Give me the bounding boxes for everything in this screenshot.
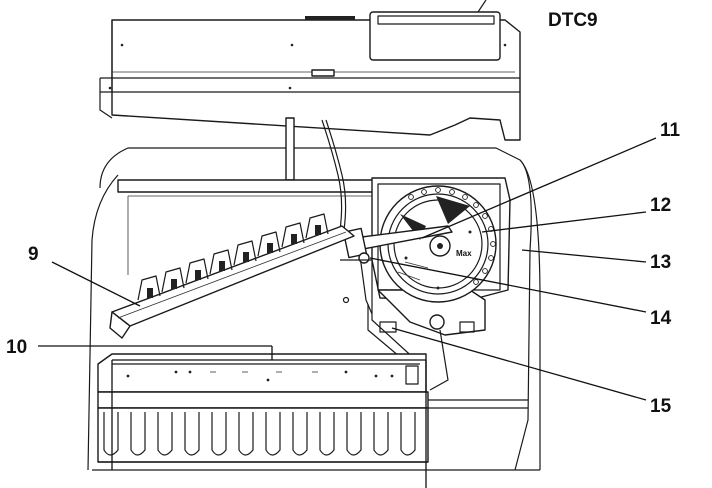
callout-9: 9 [28, 244, 39, 265]
callout-10-bracket [38, 345, 427, 488]
callout-13: 13 [650, 252, 671, 273]
callout-11: 11 [660, 120, 681, 141]
rotor [379, 185, 497, 303]
lid-strut [117, 117, 375, 231]
callout-15: 15 [650, 396, 672, 417]
tube-holder [97, 353, 429, 463]
callout-12: 12 [650, 195, 671, 216]
rotor-max-marking: Max [456, 249, 472, 258]
instrument-housing [87, 147, 541, 471]
leader-lines [51, 137, 657, 401]
callout-14: 14 [650, 308, 672, 329]
top-cover [99, 0, 521, 141]
right-floor [428, 329, 528, 409]
callout-10: 10 [6, 337, 27, 358]
center-deck [340, 259, 419, 363]
model-label: DTC9 [548, 10, 598, 31]
cuvette-rack [109, 213, 355, 339]
